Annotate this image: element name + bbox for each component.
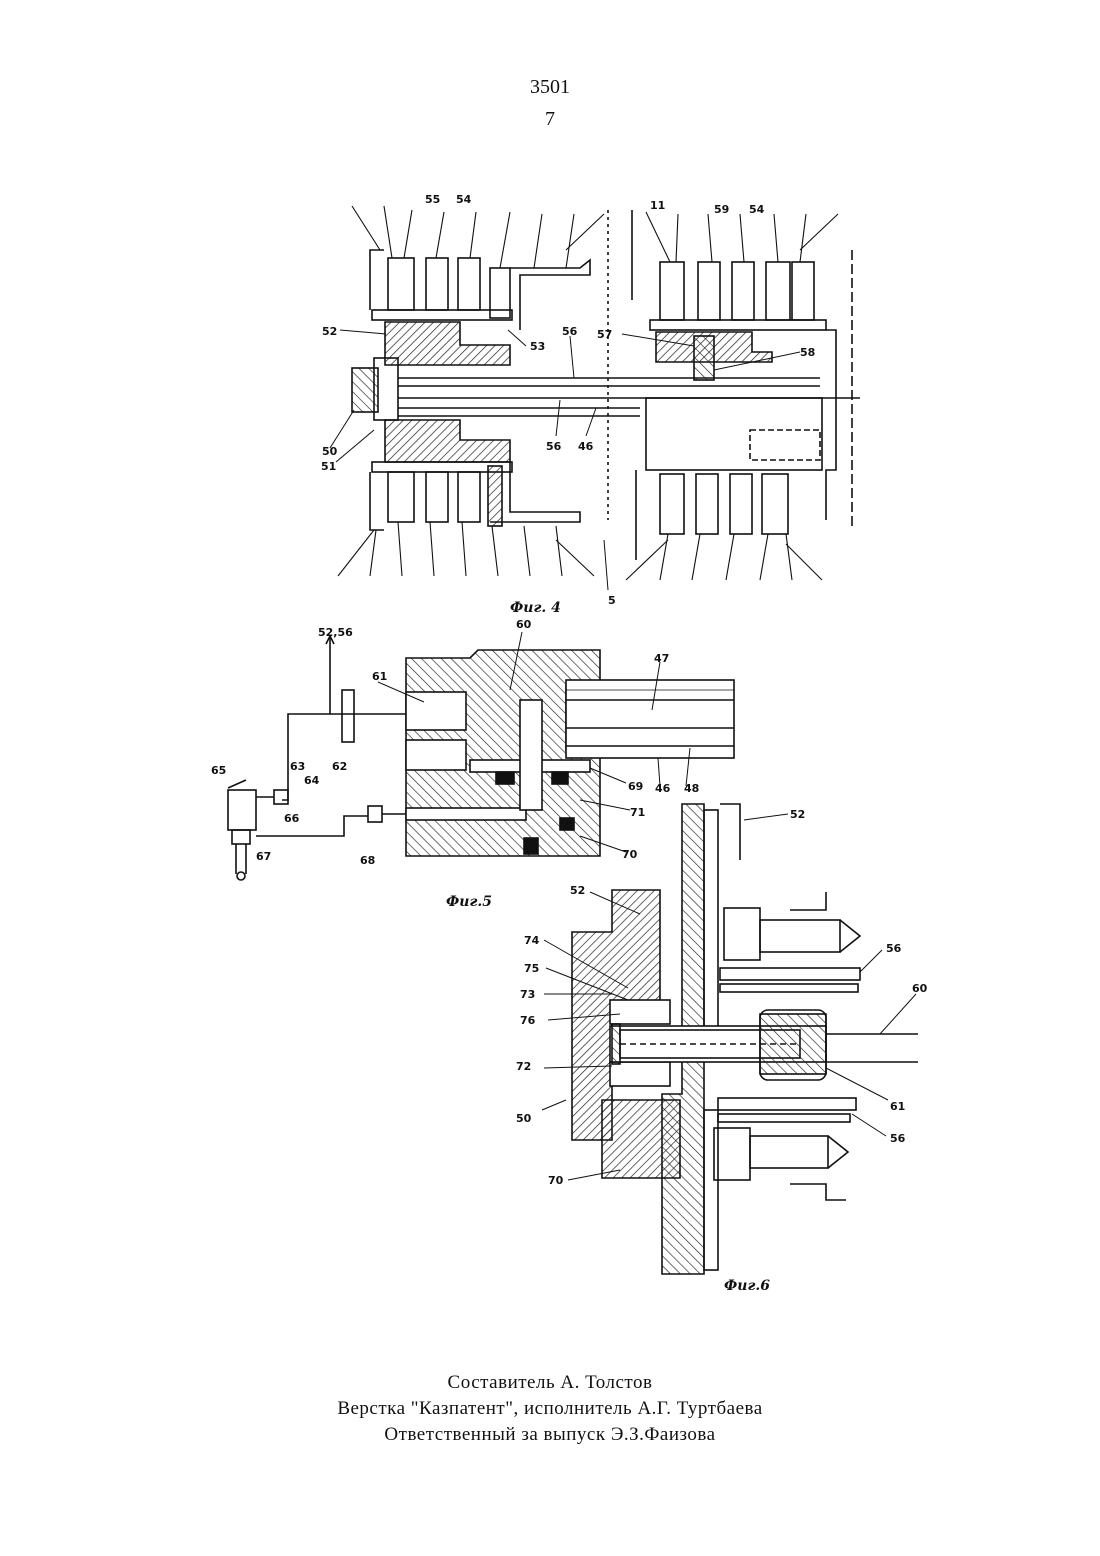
svg-text:65: 65	[211, 764, 226, 777]
svg-text:64: 64	[304, 774, 320, 787]
footer-responsible: Ответственный за выпуск Э.З.Фаизова	[0, 1424, 1100, 1446]
svg-text:5: 5	[608, 594, 616, 607]
svg-text:53: 53	[530, 340, 545, 353]
figure-6	[542, 804, 918, 1274]
svg-text:Фиг. 4: Фиг. 4	[510, 600, 561, 616]
svg-text:63: 63	[290, 760, 305, 773]
svg-text:60: 60	[912, 982, 928, 995]
svg-text:51: 51	[321, 460, 336, 473]
svg-text:62: 62	[332, 760, 347, 773]
technical-drawing: 55 54 11 59 54 52 53 56 57 58 50 51 56 4…	[0, 0, 1100, 1340]
svg-text:67: 67	[256, 850, 271, 863]
svg-text:61: 61	[890, 1100, 905, 1113]
footer-compiler: Составитель А. Толстов	[0, 1372, 1100, 1394]
svg-text:52: 52	[322, 325, 337, 338]
svg-text:60: 60	[516, 618, 532, 631]
footer-layout-executor: Верстка "Казпатент", исполнитель А.Г. Ту…	[0, 1398, 1100, 1420]
svg-text:48: 48	[684, 782, 699, 795]
svg-text:58: 58	[800, 346, 815, 359]
svg-text:Фиг.5: Фиг.5	[446, 894, 492, 910]
svg-text:47: 47	[654, 652, 669, 665]
svg-text:57: 57	[597, 328, 612, 341]
svg-text:75: 75	[524, 962, 539, 975]
svg-text:61: 61	[372, 670, 387, 683]
svg-text:73: 73	[520, 988, 535, 1001]
svg-text:71: 71	[630, 806, 645, 819]
svg-text:52: 52	[570, 884, 585, 897]
svg-text:70: 70	[622, 848, 638, 861]
svg-text:52: 52	[790, 808, 805, 821]
figure-4	[330, 206, 860, 590]
svg-text:74: 74	[524, 934, 540, 947]
svg-text:52,56: 52,56	[318, 626, 353, 639]
svg-text:56: 56	[890, 1132, 906, 1145]
svg-text:66: 66	[284, 812, 300, 825]
svg-text:Фиг.6: Фиг.6	[724, 1278, 770, 1294]
svg-text:54: 54	[749, 203, 765, 216]
svg-text:72: 72	[516, 1060, 531, 1073]
svg-text:46: 46	[655, 782, 671, 795]
svg-text:69: 69	[628, 780, 643, 793]
svg-text:76: 76	[520, 1014, 536, 1027]
svg-text:59: 59	[714, 203, 729, 216]
svg-text:56: 56	[546, 440, 562, 453]
svg-text:56: 56	[886, 942, 902, 955]
svg-text:54: 54	[456, 193, 472, 206]
figure-5	[228, 632, 734, 880]
svg-text:55: 55	[425, 193, 440, 206]
svg-text:50: 50	[322, 445, 338, 458]
svg-text:68: 68	[360, 854, 375, 867]
svg-text:70: 70	[548, 1174, 564, 1187]
svg-text:11: 11	[650, 199, 665, 212]
svg-text:50: 50	[516, 1112, 532, 1125]
svg-text:46: 46	[578, 440, 594, 453]
svg-text:56: 56	[562, 325, 578, 338]
